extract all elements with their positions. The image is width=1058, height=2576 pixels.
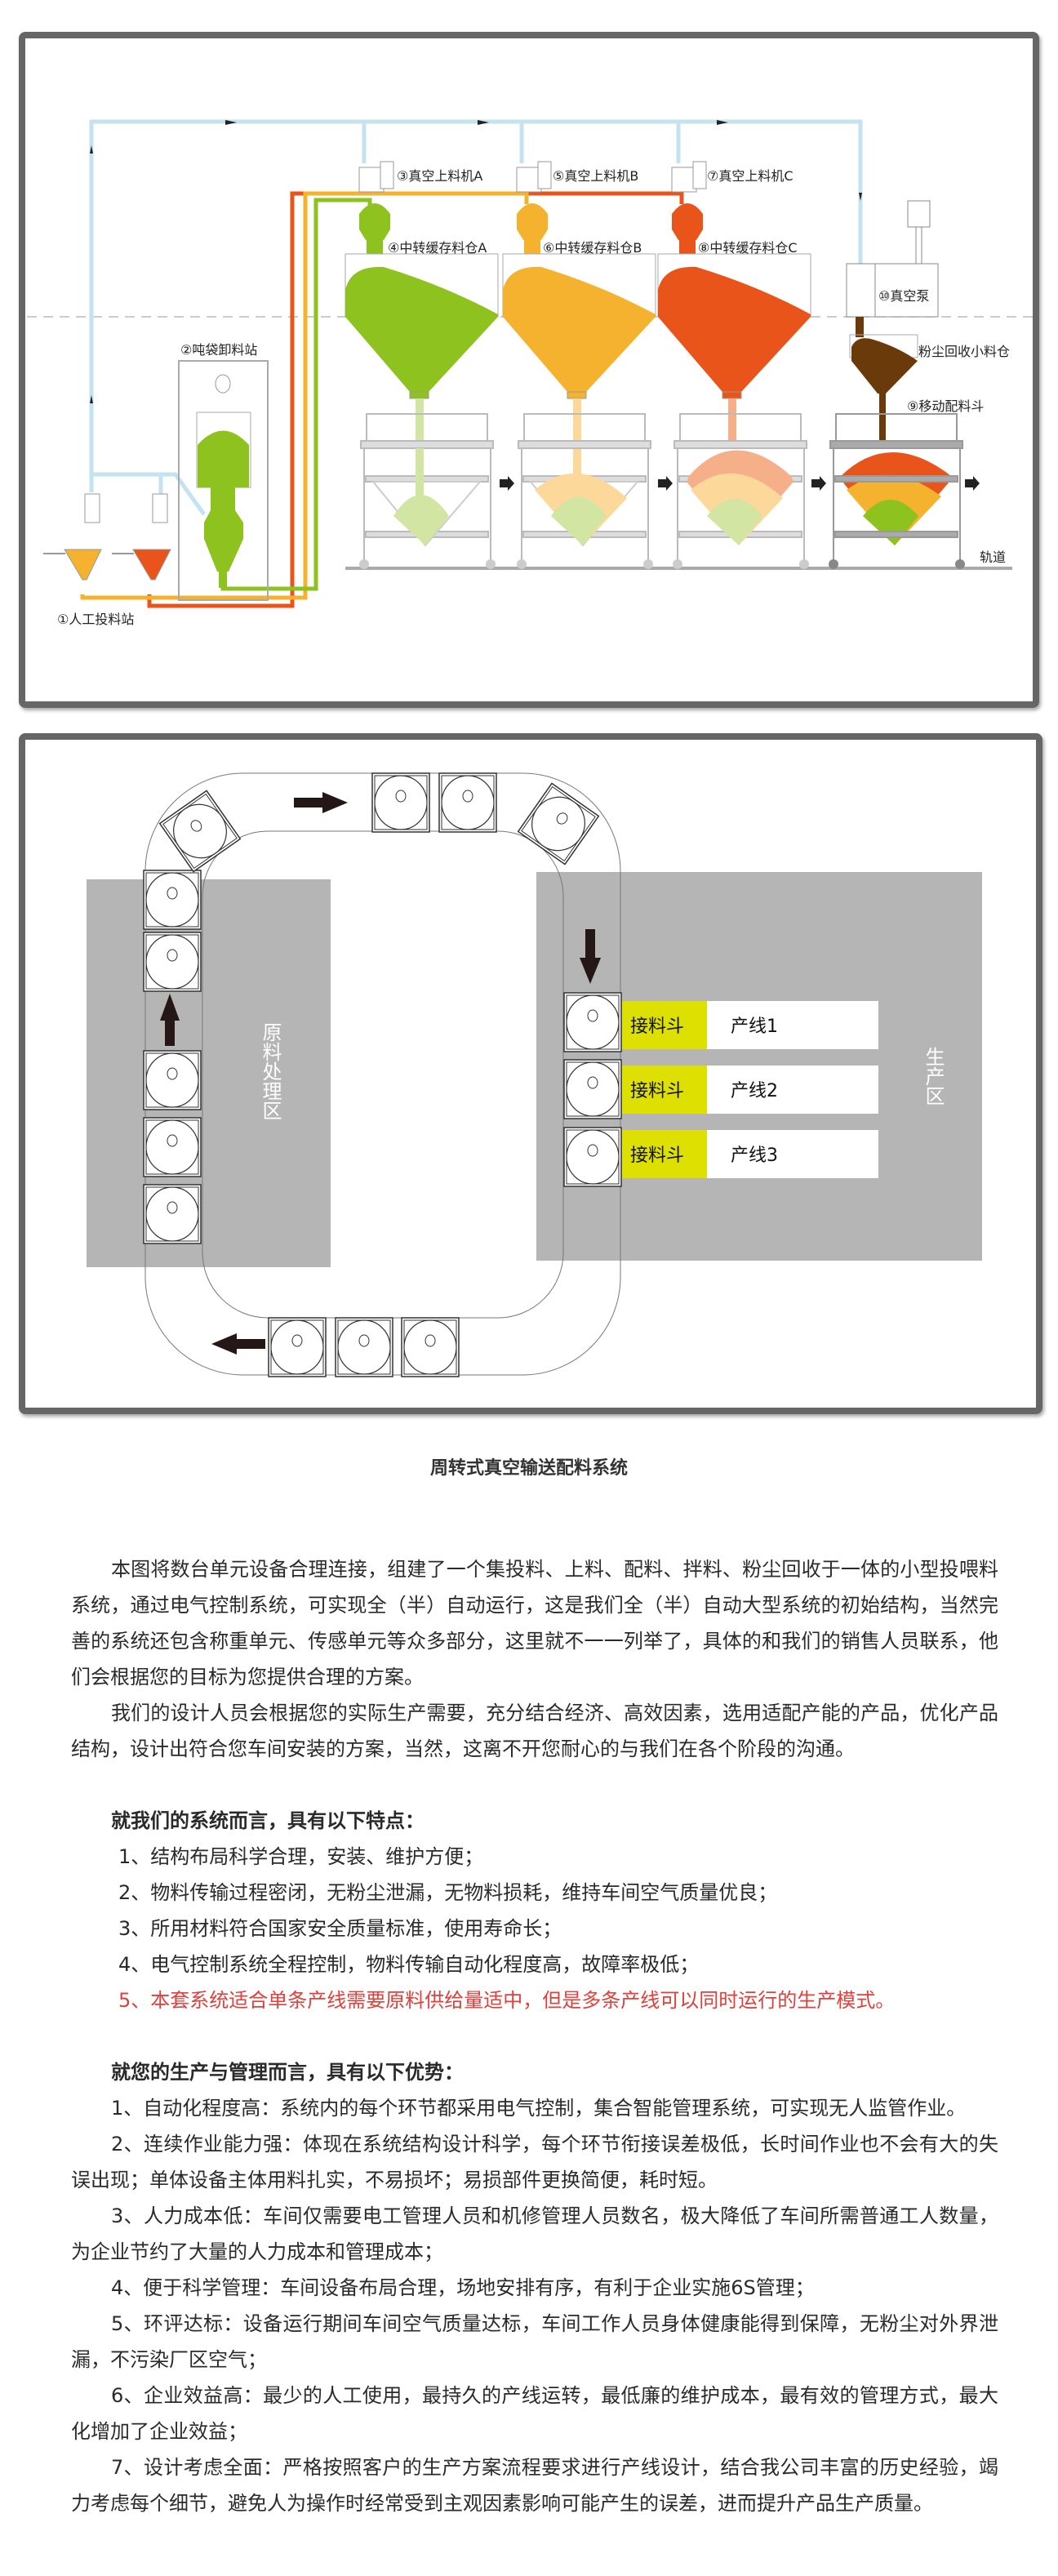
hopper-unit: [517, 782, 600, 865]
hopper-unit: [563, 992, 622, 1052]
hopper-unit: [143, 870, 202, 930]
arrow-right-icon: [294, 792, 348, 813]
label-bin-a: ④中转缓存料仓A: [388, 240, 487, 256]
hopper-unit: [143, 1184, 202, 1244]
red-material-pipe: [147, 191, 684, 608]
feature-item: 2、物料传输过程密闭，无粉尘泄漏，无物料损耗，维持车间空气质量优良；: [118, 1881, 778, 1904]
cart-wheels: [359, 559, 965, 569]
label-bin-c: ⑧中转缓存料仓C: [698, 240, 798, 256]
line-label-2: 产线2: [731, 1081, 778, 1101]
hopper-unit: [143, 1050, 202, 1110]
line-label-3: 产线3: [731, 1146, 778, 1166]
dust-recovery-bin: [849, 317, 918, 443]
hopper-label-3: 接料斗: [630, 1146, 684, 1166]
label-manual-feeding-station: ①人工投料站: [57, 612, 134, 627]
layout-diagram: 接料斗 产线1 接料斗 产线2 接料斗 产线3 原料处理区 生产区: [87, 772, 982, 1377]
hopper-unit: [371, 772, 430, 833]
process-diagram: ①人工投料站 ②吨袋卸料站 ③真空上料机A ④中转缓存料仓A ⑤真空上料机B ⑥…: [27, 119, 1033, 627]
features-heading: 就我们的系统而言，具有以下特点：: [111, 1809, 425, 1832]
label-loader-a: ③真空上料机A: [397, 168, 482, 184]
hopper-unit: [401, 1317, 460, 1377]
feature-item: 3、所用材料符合国家安全质量标准，使用寿命长；: [118, 1917, 562, 1940]
air-flow-arrows: [90, 120, 862, 403]
hopper-unit: [438, 772, 497, 833]
mobile-carts: [345, 398, 1012, 570]
label-dust-bin: 粉尘回收小料仓: [918, 344, 1010, 359]
hopper-unit: [143, 1117, 202, 1177]
arrow-left-icon: [211, 1333, 265, 1355]
advantage-item: 6、企业效益高：最少的人工使用，最持久的产线运转，最低廉的维护成本，最有效的管理…: [71, 2384, 998, 2443]
green-material-pipe: [220, 198, 372, 591]
hopper-label-1: 接料斗: [630, 1017, 684, 1037]
advantage-item: 7、设计考虑全面：严格按照客户的生产方案流程要求进行产线设计，结合我公司丰富的历…: [71, 2456, 998, 2515]
vacuum-loaders-and-bins: [345, 161, 811, 399]
cart-move-arrows: [500, 476, 980, 491]
hopper-unit: [335, 1317, 393, 1377]
yellow-material-pipe: [80, 191, 529, 600]
hopper-unit: [158, 790, 242, 873]
line-label-1: 产线1: [731, 1017, 778, 1037]
raw-material-zone: [87, 879, 331, 1267]
manual-feeding-station: [43, 493, 171, 581]
advantage-item: 4、便于科学管理：车间设备布局合理，场地安排有序，有利于企业实施6S管理；: [111, 2276, 815, 2299]
label-loader-c: ⑦真空上料机C: [707, 168, 794, 184]
flow-arrows: [160, 792, 601, 1355]
feature-item-highlight: 5、本套系统适合单条产线需要原料供给量适中，但是多条产线可以同时运行的生产模式。: [118, 1989, 896, 2012]
label-mobile-hopper: ⑨移动配料斗: [907, 398, 984, 414]
hopper-label-2: 接料斗: [630, 1081, 684, 1101]
paragraph-design: 我们的设计人员会根据您的实际生产需要，充分结合经济、高效因素，选用适配产能的产品…: [71, 1702, 998, 1760]
advantage-item: 2、连续作业能力强：体现在系统结构设计科学，每个环节衔接误差极低，长时间作业也不…: [71, 2133, 998, 2191]
hopper-unit: [563, 1127, 622, 1187]
label-rail: 轨道: [980, 549, 1006, 565]
hopper-unit: [143, 932, 202, 992]
advantage-item: 3、人力成本低：车间仅需要电工管理人员和机修管理人员数名，极大降低了车间所需普通…: [71, 2205, 998, 2263]
production-lines: 接料斗 产线1 接料斗 产线2 接料斗 产线3: [622, 1001, 878, 1178]
label-vacuum-pump: ⑩真空泵: [878, 288, 929, 304]
article-title: 周转式真空输送配料系统: [429, 1458, 628, 1479]
feature-item: 4、电气控制系统全程控制，物料传输自动化程度高，故障率极低；: [118, 1953, 700, 1976]
hopper-unit: [268, 1317, 327, 1377]
vacuum-pump: [846, 200, 939, 318]
paragraph-intro: 本图将数台单元设备合理连接，组建了一个集投料、上料、配料、拌料、粉尘回收于一体的…: [71, 1558, 998, 1688]
advantages-heading: 就您的生产与管理而言，具有以下优势：: [111, 2061, 464, 2084]
label-ton-bag-station: ②吨袋卸料站: [180, 342, 257, 358]
advantage-item: 1、自动化程度高：系统内的每个环节都采用电气控制，集合智能管理系统，可实现无人监…: [111, 2097, 967, 2120]
advantage-item: 5、环评达标：设备运行期间车间空气质量达标，车间工作人员身体健康能得到保障，无粉…: [71, 2312, 998, 2371]
arrow-up-icon: [160, 994, 180, 1046]
hopper-units: [143, 772, 622, 1377]
hopper-unit: [563, 1059, 622, 1119]
raw-zone-label: 原料处理区: [259, 1022, 282, 1120]
label-loader-b: ⑤真空上料机B: [553, 168, 638, 184]
feature-item: 1、结构布局科学合理，安装、维护方便；: [118, 1845, 484, 1868]
production-zone-label: 生产区: [922, 1047, 945, 1106]
ton-bag-unloading-station: [178, 360, 269, 601]
label-bin-b: ⑥中转缓存料仓B: [543, 240, 642, 256]
arrow-down-icon: [580, 929, 601, 984]
article-body: 本图将数台单元设备合理连接，组建了一个集投料、上料、配料、拌料、粉尘回收于一体的…: [71, 1551, 998, 2521]
